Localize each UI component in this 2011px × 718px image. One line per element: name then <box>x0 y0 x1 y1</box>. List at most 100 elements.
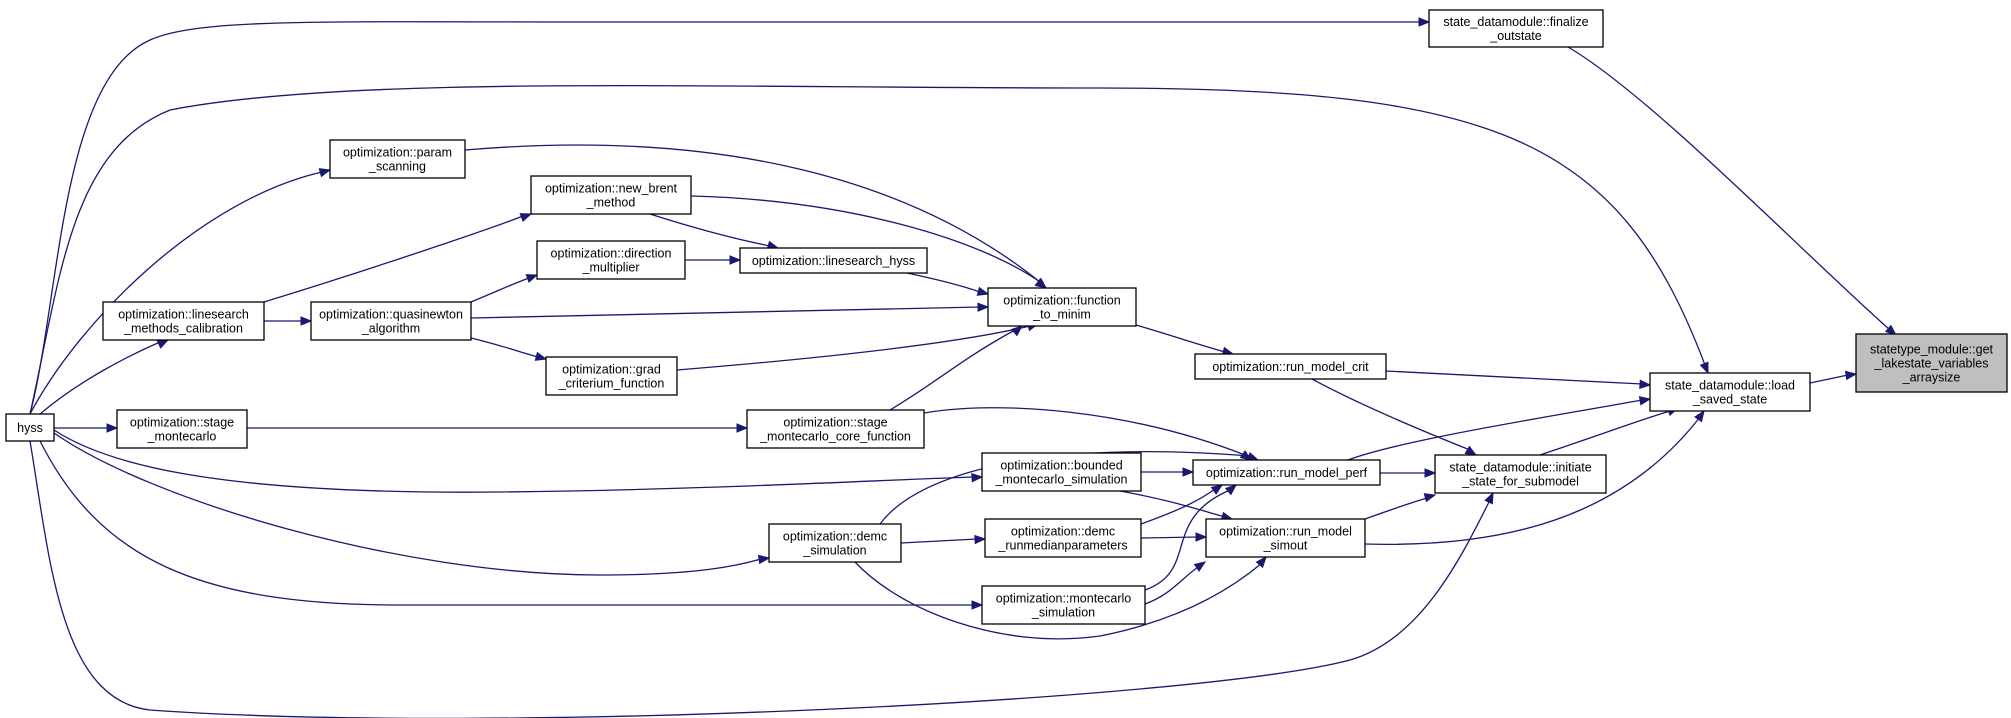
node-label-line: state_datamodule::initiate <box>1449 461 1592 475</box>
node-function-to-minim[interactable]: optimization::function_to_minim <box>987 287 1137 327</box>
node-box <box>530 175 692 215</box>
edge-run_model_simout-to-initiate <box>1364 497 1428 520</box>
edge-new_brent-to-linesearch_hyss <box>649 213 771 247</box>
edge-run_model_crit-to-load <box>1385 370 1643 385</box>
arrowhead-hyss-to-initiate <box>1484 491 1494 505</box>
node-label-line: optimization::demc <box>1011 525 1115 539</box>
arrowhead-linesearch_hyss-to-function <box>976 286 990 296</box>
node-linesearch-methods[interactable]: optimization::linesearch_methods_calibra… <box>102 301 265 341</box>
edge-hyss-to-param_scanning <box>29 171 323 415</box>
node-label-line: _criterium_function <box>558 377 665 391</box>
node-box <box>5 413 55 442</box>
edge-quasinewton-to-direction <box>470 277 530 303</box>
node-label-line: optimization::linesearch <box>118 308 249 322</box>
arrowhead-run_model_simout-to-initiate <box>1423 493 1437 503</box>
node-box <box>545 356 678 396</box>
node-label-line: hyss <box>17 421 43 435</box>
arrowhead-demc_sim-to-demc_median <box>974 534 987 545</box>
arrowhead-linesearch_methods-to-quasinewton <box>300 316 313 326</box>
node-label-line: _scanning <box>368 160 426 174</box>
node-new-brent[interactable]: optimization::new_brent_method <box>530 175 692 215</box>
node-box <box>1428 9 1604 48</box>
edge-function-to-run_model_crit <box>1135 324 1226 353</box>
node-stage-montecarlo[interactable]: optimization::stage_montecarlo <box>116 409 248 449</box>
node-demc-median[interactable]: optimization::demc_runmedianparameters <box>984 518 1142 558</box>
arrowhead-linesearch_methods-to-new_brent <box>519 213 533 223</box>
edge-finalize-to-getarraysize <box>1567 46 1891 331</box>
node-getarraysize[interactable]: statetype_module::get_lakestate_variable… <box>1855 333 2008 393</box>
edge-hyss-to-demc_sim <box>53 432 762 576</box>
node-label-line: optimization::bounded <box>1000 459 1122 473</box>
node-label-line: optimization::quasinewton <box>319 308 463 322</box>
edge-demc_median-to-run_model_simout <box>1140 536 1199 539</box>
node-quasinewton[interactable]: optimization::quasinewton_algorithm <box>310 301 472 341</box>
node-box <box>1855 333 2008 393</box>
edge-demc_sim-to-run_model_simout <box>854 561 1263 640</box>
node-label-line: optimization::stage <box>783 416 887 430</box>
node-stage-core[interactable]: optimization::stage_montecarlo_core_func… <box>746 409 925 449</box>
node-label-line: optimization::param <box>343 146 452 160</box>
node-montecarlo-sim[interactable]: optimization::montecarlo_simulation <box>981 585 1146 625</box>
node-box <box>984 518 1142 558</box>
node-label-line: optimization::function <box>1003 294 1120 308</box>
node-label-line: _montecarlo_core_function <box>759 430 911 444</box>
node-label-line: _outstate <box>1489 29 1541 43</box>
arrowhead-montecarlo-to-run_model_simout <box>1193 561 1207 572</box>
node-box <box>1649 372 1811 412</box>
edge-hyss-to-finalize <box>29 21 1421 415</box>
node-grad-criterium[interactable]: optimization::grad_criterium_function <box>545 356 678 396</box>
node-linesearch-hyss[interactable]: optimization::linesearch_hyss <box>739 247 928 274</box>
node-label-line: _montecarlo_simulation <box>994 473 1127 487</box>
node-label-line: _method <box>586 196 636 210</box>
node-finalize[interactable]: state_datamodule::finalize_outstate <box>1428 9 1604 48</box>
arrowhead-run_model_crit-to-initiate <box>1464 445 1478 456</box>
node-box <box>1205 518 1366 558</box>
node-label-line: _multiplier <box>582 261 640 275</box>
arrowhead-finalize-to-getarraysize <box>1884 324 1898 336</box>
node-box <box>768 523 902 563</box>
node-label-line: _simulation <box>802 544 866 558</box>
node-box <box>1192 459 1381 486</box>
edge-hyss-to-montecarlo <box>39 440 974 606</box>
edge-hyss-to-initiate <box>29 440 1491 718</box>
node-initiate[interactable]: state_datamodule::initiate_state_for_sub… <box>1434 454 1607 494</box>
edge-grad-to-function <box>676 325 1031 371</box>
node-run-model-perf[interactable]: optimization::run_model_perf <box>1192 459 1381 486</box>
node-label-line: optimization::direction <box>551 247 672 261</box>
arrowhead-quasinewton-to-grad <box>534 351 548 361</box>
arrowhead-hyss-to-demc_sim <box>757 554 771 565</box>
arrowhead-hyss-to-montecarlo <box>971 600 984 610</box>
node-label-line: _saved_state <box>1692 393 1767 407</box>
arrowhead-run_model_perf-to-load <box>1638 396 1652 406</box>
node-run-model-crit[interactable]: optimization::run_model_crit <box>1194 353 1387 380</box>
node-label-line: _methods_calibration <box>123 322 243 336</box>
edge-bounded-to-run_model_simout <box>1119 490 1226 518</box>
arrowhead-direction-to-linesearch_hyss <box>729 255 742 265</box>
node-run-model-simout[interactable]: optimization::run_model_simout <box>1205 518 1366 558</box>
edge-quasinewton-to-grad <box>470 337 539 358</box>
node-hyss[interactable]: hyss <box>5 413 55 442</box>
node-label-line: _state_for_submodel <box>1461 475 1579 489</box>
node-label-line: optimization::demc <box>783 530 887 544</box>
node-bounded-mc[interactable]: optimization::bounded_montecarlo_simulat… <box>981 452 1142 492</box>
arrowhead-stage_montecarlo-to-stage_core <box>736 423 749 433</box>
edge-montecarlo-to-run_model_simout <box>1144 566 1199 605</box>
node-param-scanning[interactable]: optimization::param_scanning <box>329 139 466 179</box>
arrowhead-hyss-to-param_scanning <box>318 168 332 178</box>
arrowhead-load-to-getarraysize <box>1844 370 1858 381</box>
node-load[interactable]: state_datamodule::load_saved_state <box>1649 372 1811 412</box>
edge-hyss-to-bounded <box>53 429 975 493</box>
node-label-line: optimization::linesearch_hyss <box>752 254 915 268</box>
edge-stage_core-to-function <box>889 329 1016 411</box>
node-demc-sim[interactable]: optimization::demc_simulation <box>768 523 902 563</box>
edge-stage_core-to-run_model_perf <box>923 407 1246 456</box>
node-box <box>739 247 928 274</box>
arrowhead-run_model_simout-to-load <box>1694 409 1705 423</box>
node-label-line: _runmedianparameters <box>997 539 1127 553</box>
node-label-line: _to_minim <box>1032 308 1091 322</box>
node-box <box>981 585 1146 625</box>
node-direction-multiplier[interactable]: optimization::direction_multiplier <box>536 240 686 280</box>
edge-initiate-to-load <box>1539 410 1671 456</box>
arrowhead-hyss-to-finalize <box>1418 17 1431 27</box>
